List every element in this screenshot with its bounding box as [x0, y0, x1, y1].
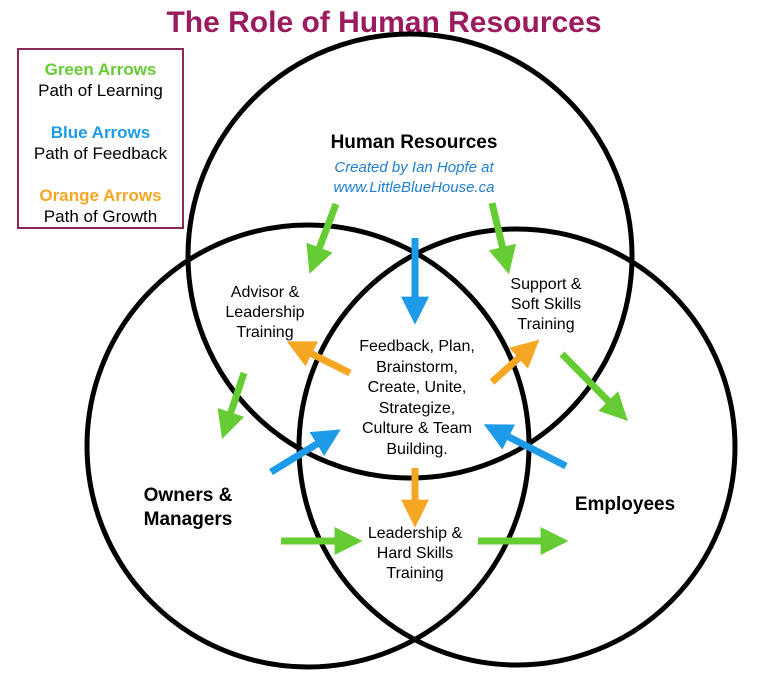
legend-key-green: Green Arrows: [44, 60, 157, 79]
legend-key-blue: Blue Arrows: [50, 123, 151, 142]
legend-desc-blue: Path of Feedback: [33, 144, 168, 163]
center-line-4: Strategize,: [378, 399, 456, 417]
region-hard-skills: Leadership & Hard Skills Training: [355, 524, 475, 584]
green-arrow-hr-to-advisor: [306, 202, 340, 274]
advisor-line-3: Training: [236, 324, 294, 341]
green-arrow-support-to-employees: [559, 351, 628, 421]
center-line-3: Create, Unite,: [367, 379, 467, 396]
credit-line-1: Created by Ian Hopfe at: [334, 159, 494, 176]
owners-label-line-2: Managers: [143, 509, 233, 530]
region-center: Feedback, Plan, Brainstorm, Create, Unit…: [343, 337, 491, 460]
credit-link[interactable]: www.LittleBlueHouse.ca: [333, 179, 495, 196]
region-support-soft-skills: Support & Soft Skills Training: [486, 275, 606, 335]
label-human-resources: Human Resources: [330, 132, 498, 153]
circle-employees: [296, 226, 738, 668]
region-advisor-leadership: Advisor & Leadership Training: [205, 283, 325, 343]
owners-label-line-1: Owners &: [143, 485, 233, 506]
hard-skills-line-2: Hard Skills: [376, 545, 454, 562]
hard-skills-line-1: Leadership &: [367, 525, 463, 542]
orange-arrows: [286, 339, 540, 528]
legend-item-blue: Blue Arrows Path of Feedback: [19, 122, 182, 164]
support-line-1: Support &: [510, 276, 582, 293]
hard-skills-line-3: Training: [386, 565, 444, 582]
legend-item-orange: Orange Arrows Path of Growth: [19, 185, 182, 227]
blue-arrows: [269, 238, 568, 475]
legend: Green Arrows Path of Learning Blue Arrow…: [17, 48, 184, 229]
advisor-line-1: Advisor &: [230, 284, 300, 301]
green-arrow-advisor-to-owners: [217, 371, 248, 439]
blue-arrow-owners-to-center: [269, 429, 341, 475]
orange-arrow-center-to-advisor: [286, 341, 352, 377]
center-line-6: Building.: [386, 440, 448, 458]
blue-arrow-employees-to-center: [483, 424, 568, 470]
support-line-3: Training: [517, 316, 575, 333]
circle-human-resources: [185, 31, 635, 481]
legend-item-green: Green Arrows Path of Learning: [19, 59, 182, 101]
orange-arrow-center-to-support: [489, 339, 540, 385]
green-arrows: [217, 202, 628, 555]
center-line-1: Feedback, Plan,: [359, 338, 475, 355]
label-owners-managers: Owners & Managers: [118, 484, 258, 532]
legend-desc-green: Path of Learning: [38, 81, 163, 100]
support-line-2: Soft Skills: [510, 296, 582, 313]
center-line-5: Culture & Team: [362, 420, 472, 437]
legend-desc-orange: Path of Growth: [43, 207, 158, 226]
center-line-2: Brainstorm,: [376, 358, 458, 376]
green-arrow-hr-to-support: [488, 202, 517, 275]
label-employees: Employees: [574, 494, 676, 515]
legend-key-orange: Orange Arrows: [39, 186, 162, 205]
advisor-line-2: Leadership: [225, 304, 305, 321]
